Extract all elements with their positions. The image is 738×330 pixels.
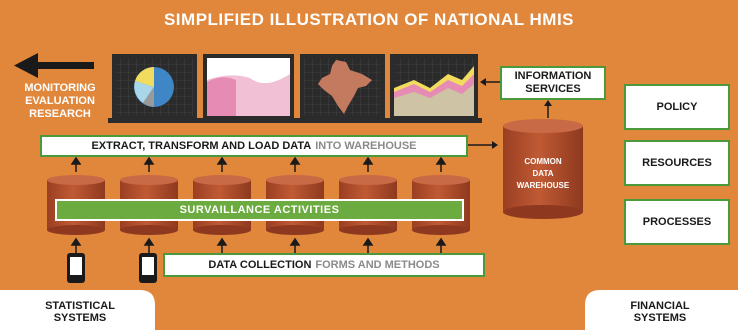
financial-systems-line-1: FINANCIAL bbox=[630, 300, 690, 312]
information-services-line-1: INFORMATION bbox=[514, 70, 592, 82]
etl-grey: INTO WAREHOUSE bbox=[315, 140, 417, 152]
etl-bold: EXTRACT, TRANSFORM AND LOAD DATA bbox=[91, 140, 312, 152]
stacked-area-chart-icon bbox=[386, 54, 482, 123]
information-services-box: INFORMATION SERVICES bbox=[500, 66, 606, 100]
statistical-systems-label: STATISTICAL SYSTEMS bbox=[20, 300, 140, 324]
statistical-systems-blob bbox=[0, 290, 155, 330]
pie-chart-icon bbox=[108, 54, 201, 123]
source-cylinders bbox=[47, 175, 470, 235]
policy-box: POLICY bbox=[624, 84, 730, 130]
statistical-systems-line-2: SYSTEMS bbox=[53, 312, 107, 324]
arrow-left-icon bbox=[14, 53, 94, 78]
information-services-line-2: SERVICES bbox=[525, 83, 581, 95]
etl-box: EXTRACT, TRANSFORM AND LOAD DATA INTO WA… bbox=[40, 135, 468, 157]
area-chart-icon bbox=[199, 54, 298, 123]
source-cylinder-4 bbox=[266, 175, 324, 235]
evaluation-label: EVALUATION bbox=[25, 95, 95, 107]
resources-box: RESOURCES bbox=[624, 140, 730, 186]
research-label: RESEARCH bbox=[29, 108, 91, 120]
financial-systems-label: FINANCIAL SYSTEMS bbox=[600, 300, 720, 324]
warehouse-label-line-2: DATA bbox=[532, 169, 554, 178]
data-collection-bold: DATA COLLECTION bbox=[208, 259, 312, 271]
info-to-monitor-arrow bbox=[480, 78, 500, 86]
india-map-icon bbox=[296, 54, 389, 123]
financial-systems-line-2: SYSTEMS bbox=[633, 312, 687, 324]
monitoring-label: MONITORING bbox=[24, 82, 96, 94]
warehouse-to-info-arrow bbox=[544, 100, 552, 118]
data-collection-box: DATA COLLECTION FORMS AND METHODS bbox=[163, 253, 485, 277]
mobile-device-icon bbox=[67, 253, 85, 283]
warehouse-cylinder bbox=[503, 119, 583, 219]
page-title: SIMPLIFIED ILLUSTRATION OF NATIONAL HMIS bbox=[163, 10, 575, 29]
warehouse-label: COMMON DATA WAREHOUSE bbox=[503, 156, 583, 192]
statistical-systems-line-1: STATISTICAL bbox=[45, 300, 115, 312]
data-collection-grey: FORMS AND METHODS bbox=[315, 259, 440, 271]
mobile-device-icon bbox=[139, 253, 157, 283]
surveillance-activities-bar: SURVAILLANCE ACTIVITIES bbox=[55, 199, 464, 221]
cylinder-up-arrows bbox=[70, 156, 447, 172]
processes-box: PROCESSES bbox=[624, 199, 730, 245]
warehouse-label-line-3: WAREHOUSE bbox=[516, 181, 570, 190]
financial-systems-blob bbox=[585, 290, 738, 330]
warehouse-label-line-1: COMMON bbox=[524, 157, 562, 166]
etl-to-warehouse-arrow bbox=[468, 141, 498, 149]
